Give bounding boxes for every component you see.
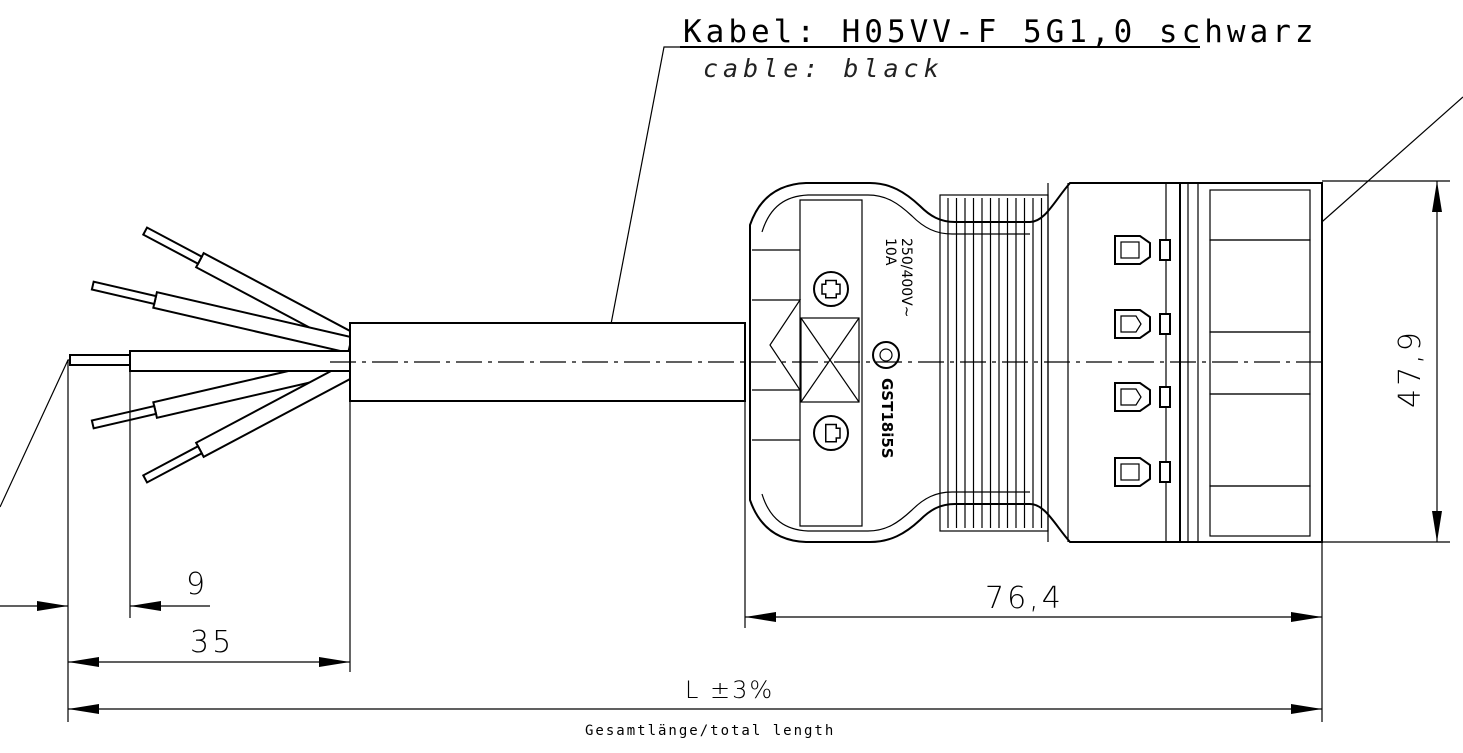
dimension-strip: 9 — [0, 360, 210, 722]
dim-connector-length: 76,4 — [985, 581, 1064, 616]
rating-current: 10A — [882, 238, 898, 266]
arrow-sheath-left — [68, 657, 99, 667]
wire-core-5 — [141, 444, 204, 484]
brand-logo-icon — [872, 341, 900, 369]
arrow-sheath-right — [319, 657, 350, 667]
rating-voltage: 250/400V~ — [898, 238, 914, 317]
wire-end-leader-line — [0, 359, 95, 508]
screw-bottom — [813, 415, 849, 451]
brand-logo-inner — [879, 348, 893, 362]
wire-core-4 — [90, 404, 158, 430]
brand-text: GST18i5S — [878, 378, 896, 459]
arrow-strip-right — [130, 601, 161, 611]
dimension-sheath: 35 — [68, 401, 351, 672]
arrow-strip-left — [37, 601, 68, 611]
wire-core-3 — [69, 354, 131, 366]
rating-label-box — [800, 317, 860, 403]
arrow-down — [1432, 511, 1442, 542]
dim-strip-length: 9 — [186, 567, 208, 602]
connector-leader-line — [1305, 96, 1463, 237]
dimension-connector-length: 76,4 — [744, 400, 1323, 722]
contact-3 — [1114, 382, 1171, 412]
rating-text: 250/400V~ 10A — [882, 238, 914, 317]
wire-core-1 — [141, 226, 204, 266]
contact-2 — [1114, 309, 1171, 339]
contact-4 — [1114, 457, 1171, 487]
cable-entry — [752, 299, 802, 391]
total-length-caption: Gesamtlänge/total length — [585, 723, 835, 739]
arrow-total-right — [1291, 704, 1322, 714]
wire-bundle — [69, 226, 356, 484]
dim-sheath-strip: 35 — [190, 625, 234, 660]
rear-rib-4 — [1209, 485, 1311, 537]
cable-label-en: cable: black — [703, 54, 944, 83]
arrow-total-left — [68, 704, 99, 714]
grip-ribs — [947, 198, 1043, 528]
label-cross-2 — [800, 317, 860, 403]
brand-name: GST18i5S — [878, 378, 896, 459]
arrow-up — [1432, 181, 1442, 212]
arrow-left-connector — [745, 612, 776, 622]
contact-1 — [1114, 235, 1171, 265]
cable-leader-line — [606, 46, 680, 346]
dim-total-length: L ±3% — [685, 676, 774, 704]
wire-core-2 — [90, 280, 158, 306]
cable-label-de: Kabel: H05VV-F 5G1,0 schwarz — [683, 14, 1318, 50]
wire-insulation-3 — [129, 350, 351, 372]
dim-connector-height: 47,9 — [1393, 329, 1428, 408]
dimension-total: L ±3% Gesamtlänge/total length — [68, 676, 1322, 739]
connector-inner-outline — [761, 194, 1030, 532]
connector-front-plate — [799, 199, 863, 527]
screw-top — [813, 271, 849, 307]
dimension-height: 47,9 — [1322, 180, 1450, 543]
arrow-right-connector — [1291, 612, 1322, 622]
